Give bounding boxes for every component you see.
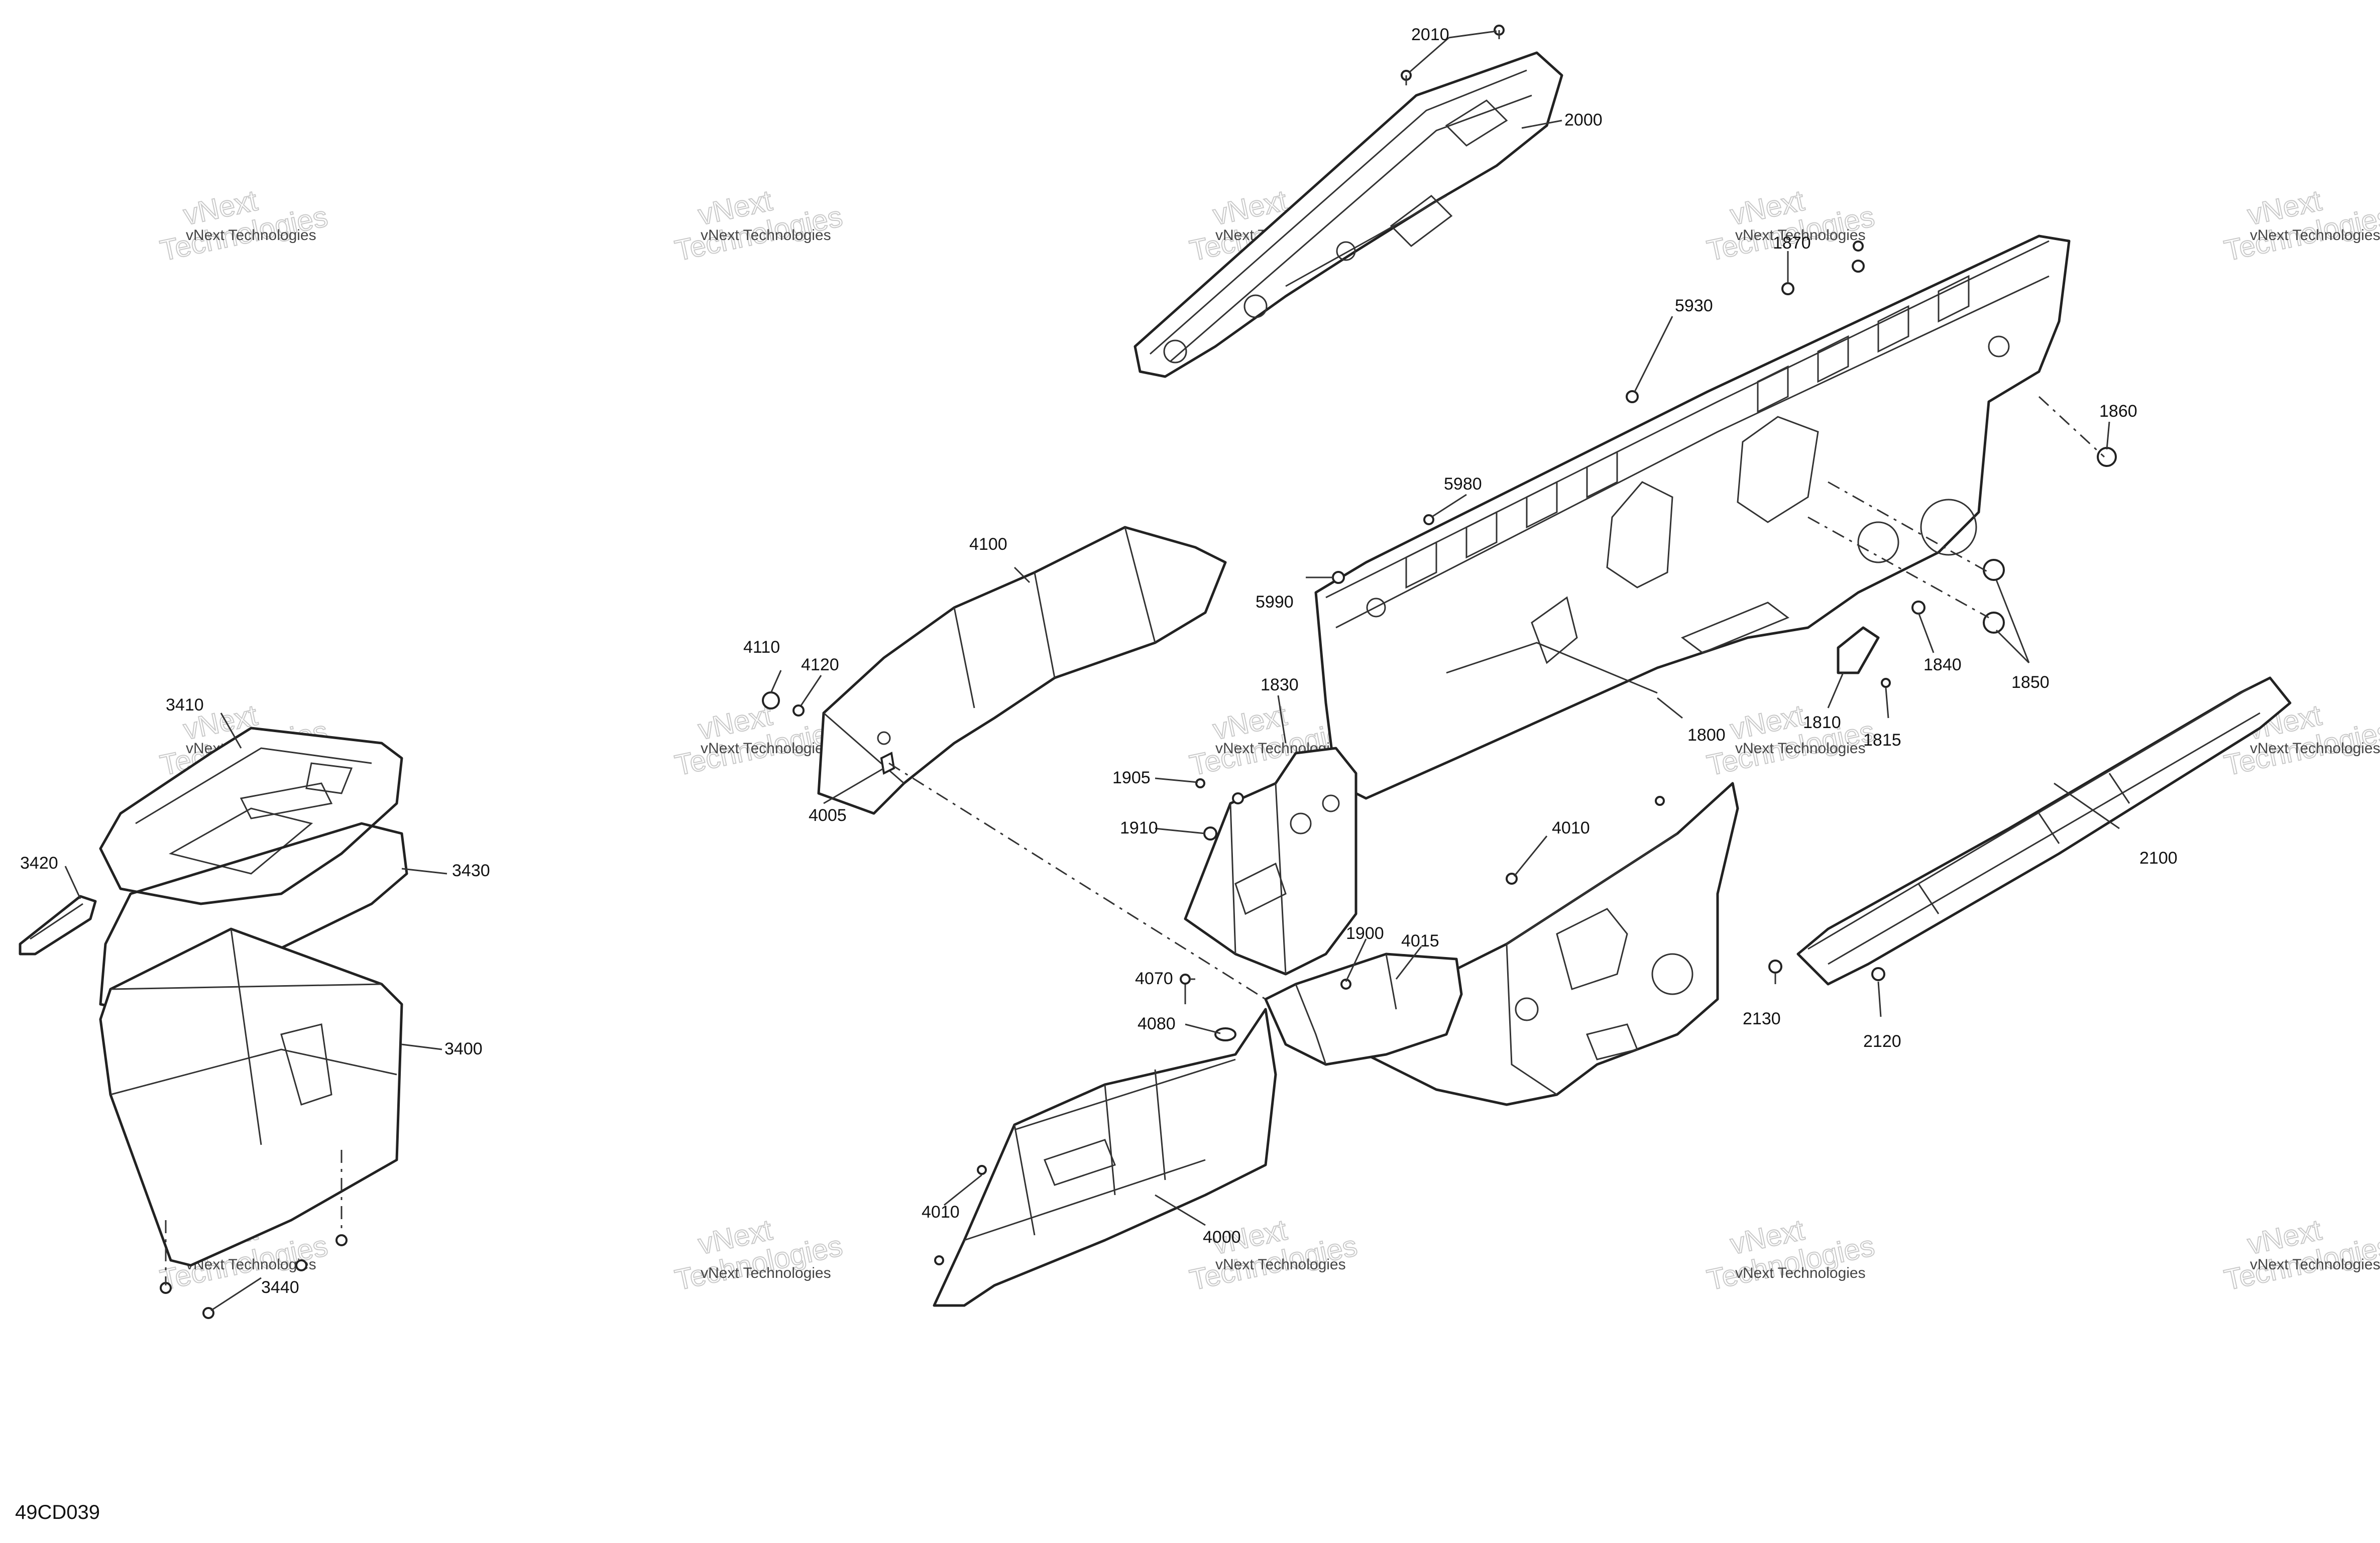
hardware-4120 <box>792 704 805 717</box>
callout-2120: 2120 <box>1863 1032 1901 1051</box>
callout-5990: 5990 <box>1256 592 1294 612</box>
watermark-2: vNext Technologies <box>671 184 846 268</box>
watermark-1: vNext Technologies <box>157 184 331 268</box>
watermark-small-9: vNext Technologies <box>1735 740 1866 757</box>
callout-4070: 4070 <box>1135 969 1173 988</box>
hardware-1900 <box>1340 979 1351 990</box>
callout-4080: 4080 <box>1138 1014 1176 1033</box>
leader-lines <box>64 30 2120 1312</box>
alignment-lines <box>165 396 2105 1285</box>
part-3410-lid <box>99 727 403 905</box>
watermark-small-15: vNext Technologies <box>2250 1256 2380 1273</box>
hardware-1850 <box>1983 559 2005 634</box>
watermark-5: vNext Technologies <box>2221 184 2380 268</box>
hardware-2010 <box>1401 25 1505 85</box>
hardware-5930 <box>1626 390 1639 403</box>
callout-3440: 3440 <box>261 1278 299 1297</box>
part-2000-upper-rail <box>1134 51 1563 378</box>
hardware-5980 <box>1423 514 1434 525</box>
hardware-4070 <box>1180 974 1191 1004</box>
bulkhead-slots <box>1405 275 1970 589</box>
callout-1910: 1910 <box>1120 818 1158 838</box>
hardware-5990 <box>1332 571 1345 584</box>
callout-1860: 1860 <box>2099 402 2137 421</box>
callout-4000: 4000 <box>1203 1228 1241 1247</box>
callout-4110: 4110 <box>743 638 780 657</box>
callout-3400: 3400 <box>444 1039 483 1058</box>
watermark-12: vNext Technologies <box>671 1213 846 1297</box>
callout-4015: 4015 <box>1401 931 1439 951</box>
hardware-4005 <box>880 752 895 775</box>
callout-2010: 2010 <box>1411 25 1449 44</box>
callout-2100: 2100 <box>2139 849 2178 868</box>
part-1810-bracket <box>1837 626 1880 674</box>
watermark-small-7: vNext Technologies <box>701 740 831 757</box>
watermark-small-12: vNext Technologies <box>701 1265 831 1281</box>
callout-4120: 4120 <box>801 655 839 674</box>
hardware-1860 <box>2097 447 2117 467</box>
callout-4005: 4005 <box>809 806 847 825</box>
callout-1850: 1850 <box>2011 673 2050 692</box>
callout-4010-lower: 4010 <box>922 1203 960 1222</box>
watermark-small-13: vNext Technologies <box>1215 1256 1346 1273</box>
watermark-14: vNext Technologies <box>1704 1213 1878 1297</box>
part-3420-handle <box>19 895 97 956</box>
callout-5930: 5930 <box>1675 296 1713 315</box>
hardware-4110 <box>762 691 780 709</box>
callout-1800: 1800 <box>1687 726 1726 745</box>
callout-1900: 1900 <box>1346 924 1384 943</box>
callout-3410: 3410 <box>166 695 204 715</box>
callout-2000: 2000 <box>1564 110 1603 130</box>
watermark-small-5: vNext Technologies <box>2250 227 2380 244</box>
callout-1870: 1870 <box>1773 233 1811 253</box>
hardware-1840 <box>1911 601 1925 615</box>
hardware-1815 <box>1881 678 1891 688</box>
diagram-code: 49CD039 <box>15 1501 100 1523</box>
watermark-small-10: vNext Technologies <box>2250 740 2380 757</box>
callout-1810: 1810 <box>1803 713 1841 732</box>
watermark-small-2: vNext Technologies <box>701 227 831 244</box>
part-1800-main-bulkhead <box>1314 234 2071 800</box>
part-3400-bin <box>99 927 403 1267</box>
part-2100-side-rail <box>1796 676 2292 986</box>
part-4015-crossmember <box>1264 953 1463 1066</box>
watermark-15: vNext Technologies <box>2221 1213 2380 1297</box>
callout-4010-upper: 4010 <box>1552 818 1590 838</box>
callout-5980: 5980 <box>1444 474 1482 494</box>
watermark-small-4: vNext Technologies <box>1735 227 1866 244</box>
watermark-small-14: vNext Technologies <box>1735 1265 1866 1281</box>
watermark-7: vNext Technologies <box>671 698 846 783</box>
callout-2130: 2130 <box>1743 1009 1781 1028</box>
hardware-2130 <box>1768 960 1782 974</box>
callout-labels: 2010 2000 1870 5930 1860 5980 4100 5990 … <box>20 25 2178 1297</box>
part-4000-lower-box <box>933 1008 1277 1307</box>
hardware-2120 <box>1871 967 1885 981</box>
callout-1830: 1830 <box>1261 675 1299 694</box>
callout-1815: 1815 <box>1863 731 1901 750</box>
watermark-small-1: vNext Technologies <box>186 227 316 244</box>
hardware-1870 <box>1781 241 1865 295</box>
part-4100-upper-box <box>817 526 1227 815</box>
part-1830-upright-bracket <box>1184 747 1357 976</box>
hardware-4080 <box>1214 1027 1236 1041</box>
callout-4100: 4100 <box>969 535 1007 554</box>
watermark-13: vNext Technologies <box>1186 1213 1361 1297</box>
hardware-4010-lower <box>934 1165 987 1265</box>
callout-1840: 1840 <box>1923 655 1962 674</box>
callout-1905: 1905 <box>1112 768 1151 787</box>
hardware-4010-upper <box>1506 796 1665 885</box>
callout-3430: 3430 <box>452 861 490 880</box>
hardware-1905 <box>1195 778 1205 788</box>
callout-3420: 3420 <box>20 854 58 873</box>
